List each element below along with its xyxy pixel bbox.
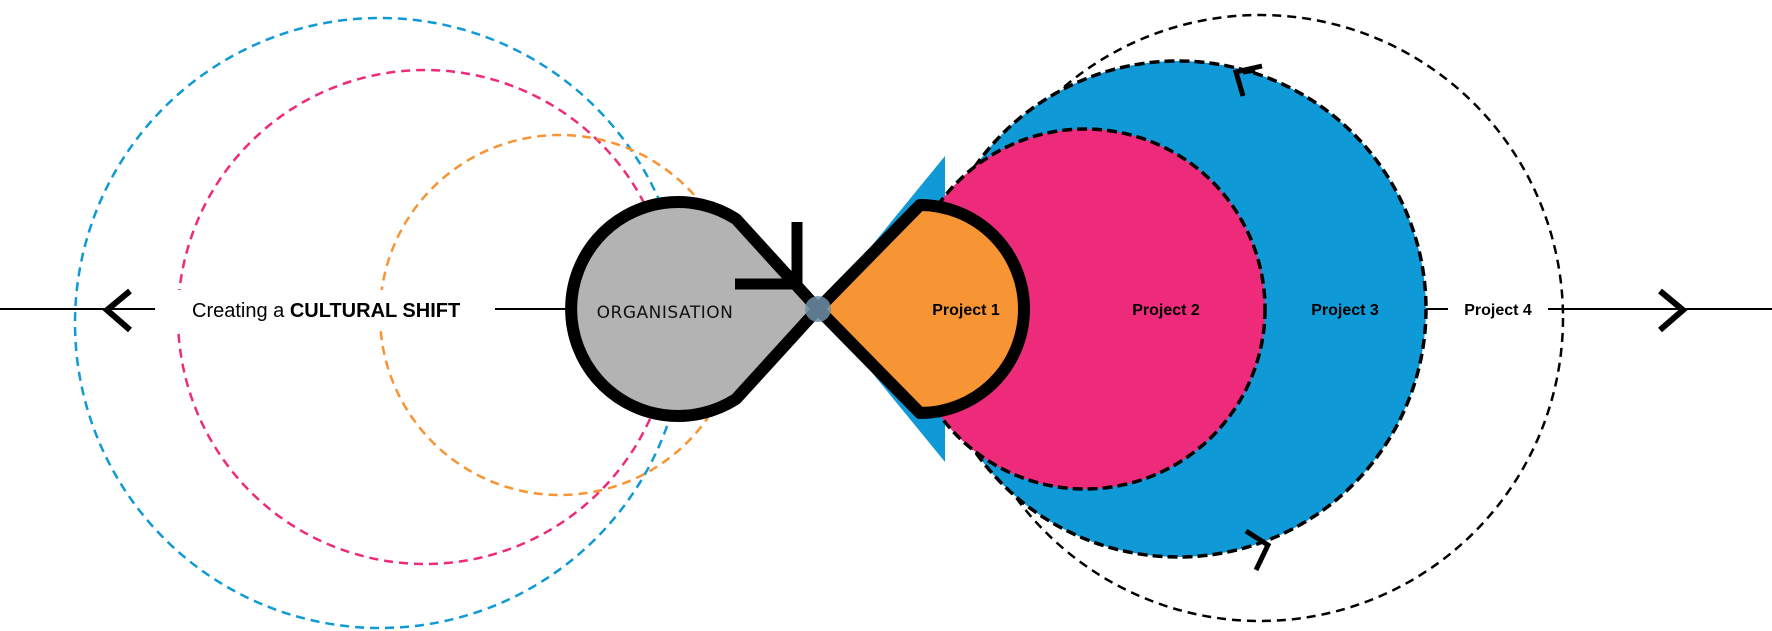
title-prefix: Creating a — [192, 300, 290, 322]
junction-dot — [805, 296, 831, 322]
cycle-arrow-top-right — [1242, 67, 1256, 75]
project-2-mask — [1108, 296, 1218, 322]
title-emphasis: CULTURAL SHIFT — [290, 300, 460, 322]
organisation-mask — [588, 296, 748, 324]
project-3-label: Project 3 — [1311, 302, 1379, 319]
diagram-title: Creating a CULTURAL SHIFT — [192, 300, 460, 322]
project-4-mask — [1448, 296, 1548, 322]
project-3-mask — [1285, 296, 1403, 322]
arrow-right-icon — [1658, 288, 1688, 333]
project-1-label: Project 1 — [932, 302, 1000, 319]
project-4-label: Project 4 — [1464, 302, 1532, 319]
organisation-label: ORGANISATION — [597, 303, 734, 323]
project-2-circle — [903, 127, 1267, 491]
cycle-arrow-bottom — [1244, 528, 1272, 572]
title-mask — [155, 290, 495, 330]
arrow-left-icon — [102, 288, 132, 333]
project-1-mask — [916, 296, 1016, 322]
project-2-label: Project 2 — [1132, 302, 1200, 319]
infinity-loop-icon — [735, 222, 803, 290]
